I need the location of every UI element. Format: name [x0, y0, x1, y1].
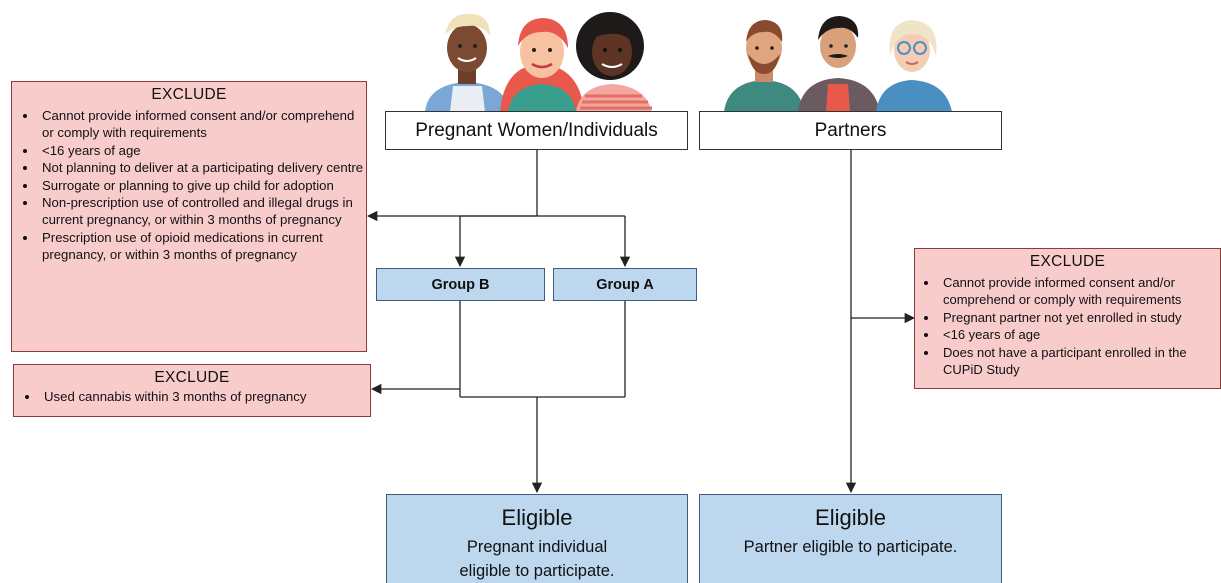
- eligible-pregnant-title: Eligible: [501, 505, 573, 530]
- pregnant-women-box: Pregnant Women/Individuals: [385, 111, 688, 150]
- pregnant-group-illustration: [425, 12, 652, 112]
- exclude-partners-item: Pregnant partner not yet enrolled in stu…: [939, 309, 1220, 326]
- pregnant-women-label: Pregnant Women/Individuals: [415, 119, 658, 141]
- eligible-pregnant-line-1: Pregnant individual: [466, 538, 608, 556]
- person-5-avatar: [798, 16, 880, 112]
- exclude-pregnant-list: Cannot provide informed consent and/or c…: [12, 107, 366, 264]
- person-2-avatar: [500, 18, 584, 112]
- exclude-pregnant-title: EXCLUDE: [151, 86, 227, 103]
- exclude-cannabis-title: EXCLUDE: [154, 369, 230, 386]
- exclude-pregnant-item: <16 years of age: [38, 142, 366, 159]
- partners-label: Partners: [814, 119, 887, 141]
- group-a-label: Group A: [596, 276, 654, 293]
- partners-illustration: [724, 16, 952, 112]
- group-b-box: Group B: [376, 268, 545, 301]
- eligible-pregnant-line-2: eligible to participate.: [459, 562, 615, 580]
- person-1-avatar: [425, 13, 510, 112]
- group-b-label: Group B: [431, 276, 490, 293]
- exclude-pregnant-box: EXCLUDE Cannot provide informed consent …: [11, 81, 367, 352]
- exclude-pregnant-item: Surrogate or planning to give up child f…: [38, 177, 366, 194]
- exclude-partners-box: EXCLUDE Cannot provide informed consent …: [914, 248, 1221, 389]
- person-3-avatar: [576, 12, 652, 112]
- exclude-partners-item: Cannot provide informed consent and/or c…: [939, 274, 1220, 309]
- eligible-pregnant-box: Eligible Pregnant individual eligible to…: [386, 494, 688, 583]
- exclude-partners-title: EXCLUDE: [1029, 253, 1106, 270]
- person-6-avatar: [876, 20, 952, 112]
- person-4-avatar: [724, 20, 804, 112]
- exclude-pregnant-item: Cannot provide informed consent and/or c…: [38, 107, 366, 142]
- exclude-pregnant-item: Prescription use of opioid medications i…: [38, 229, 366, 264]
- group-a-box: Group A: [553, 268, 697, 301]
- exclude-partners-item: <16 years of age: [939, 326, 1220, 343]
- eligible-partner-title: Eligible: [815, 505, 886, 530]
- exclude-cannabis-box: EXCLUDE Used cannabis within 3 months of…: [13, 364, 371, 417]
- eligible-partner-box: Eligible Partner eligible to participate…: [699, 494, 1002, 583]
- exclude-cannabis-item: Used cannabis within 3 months of pregnan…: [40, 388, 370, 405]
- eligible-partner-line-1: Partner eligible to participate.: [743, 538, 958, 556]
- exclude-pregnant-item: Non-prescription use of controlled and i…: [38, 194, 366, 229]
- exclude-partners-list: Cannot provide informed consent and/or c…: [915, 274, 1220, 378]
- exclude-partners-item: Does not have a participant enrolled in …: [939, 344, 1220, 379]
- exclude-pregnant-item: Not planning to deliver at a participati…: [38, 159, 366, 176]
- partners-box: Partners: [699, 111, 1002, 150]
- exclude-cannabis-list: Used cannabis within 3 months of pregnan…: [14, 388, 370, 405]
